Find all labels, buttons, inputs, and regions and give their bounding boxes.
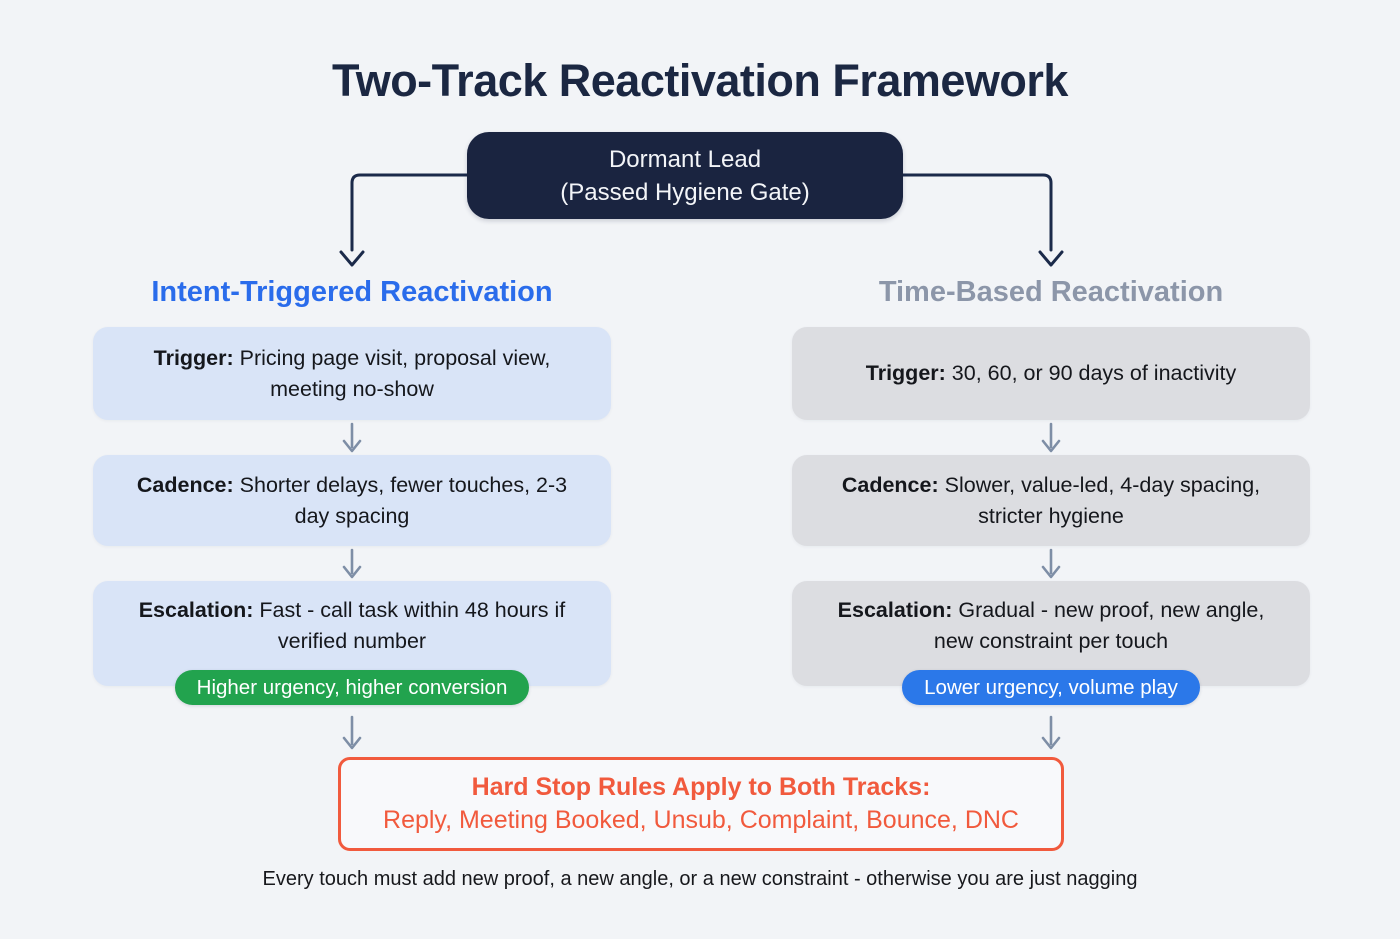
root-node-line1: Dormant Lead xyxy=(608,145,762,173)
footer-note: Every touch must add new proof, a new an… xyxy=(262,868,1138,890)
hard-stop-rules-box: Hard Stop Rules Apply to Both Tracks: Re… xyxy=(338,757,1064,851)
intent-cadence-text: Cadence: Shorter delays, fewer touches, … xyxy=(136,472,568,528)
time-trigger-text: Trigger: 30, 60, or 90 days of inactivit… xyxy=(865,361,1237,385)
time-cadence-text: Cadence: Slower, value-led, 4-day spacin… xyxy=(841,472,1261,528)
time-trigger-box: Trigger: 30, 60, or 90 days of inactivit… xyxy=(792,327,1310,420)
intent-badge: Higher urgency, higher conversion xyxy=(174,670,530,705)
intent-escalation-text: Escalation: Fast - call task within 48 h… xyxy=(138,597,566,653)
intent-badge-wrap: Higher urgency, higher conversion xyxy=(93,670,611,705)
track-title-time-based: Time-Based Reactivation xyxy=(878,276,1224,308)
branch-arrow-left xyxy=(339,173,469,267)
hard-stop-heading: Hard Stop Rules Apply to Both Tracks: xyxy=(471,773,931,801)
page-title: Two-Track Reactivation Framework xyxy=(332,55,1068,106)
intent-escalation-box: Escalation: Fast - call task within 48 h… xyxy=(93,581,611,686)
track-title-intent-triggered: Intent-Triggered Reactivation xyxy=(151,276,553,308)
root-node-line2: (Passed Hygiene Gate) xyxy=(560,178,810,206)
intent-cadence-box: Cadence: Shorter delays, fewer touches, … xyxy=(93,455,611,546)
time-escalation-box: Escalation: Gradual - new proof, new ang… xyxy=(792,581,1310,686)
intent-trigger-text: Trigger: Pricing page visit, proposal vi… xyxy=(153,345,551,401)
root-node-dormant-lead: Dormant Lead (Passed Hygiene Gate) xyxy=(467,132,903,219)
hard-stop-items: Reply, Meeting Booked, Unsub, Complaint,… xyxy=(383,806,1019,834)
time-badge-wrap: Lower urgency, volume play xyxy=(792,670,1310,705)
branch-arrow-right xyxy=(901,173,1064,267)
time-badge: Lower urgency, volume play xyxy=(902,670,1200,705)
time-cadence-box: Cadence: Slower, value-led, 4-day spacin… xyxy=(792,455,1310,546)
intent-trigger-box: Trigger: Pricing page visit, proposal vi… xyxy=(93,327,611,420)
time-escalation-text: Escalation: Gradual - new proof, new ang… xyxy=(837,597,1265,653)
